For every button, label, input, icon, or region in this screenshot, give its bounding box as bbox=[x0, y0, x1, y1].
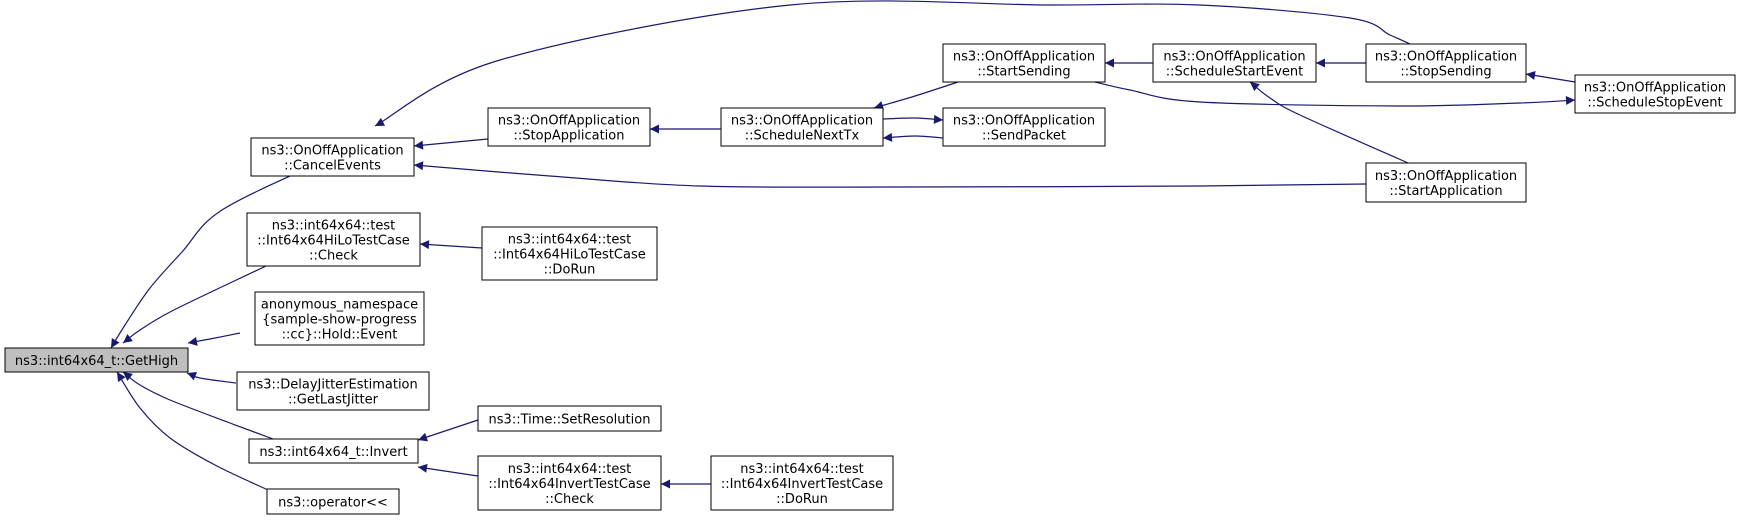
node-getHigh[interactable]: ns3::int64x64_t::GetHigh bbox=[4, 347, 189, 373]
node-box bbox=[236, 371, 430, 411]
node-box bbox=[710, 455, 894, 511]
node-label-line: ns3::OnOffApplication bbox=[731, 114, 873, 129]
node-label-line: ::DoRun bbox=[544, 263, 596, 278]
edge-startSending-to-scheduleStopEvent bbox=[1094, 81, 1576, 107]
node-label-line: ::ScheduleStartEvent bbox=[1166, 65, 1304, 80]
node-label-line: ns3::operator<< bbox=[278, 496, 388, 511]
node-label-line: ::cc}::Hold::Event bbox=[282, 328, 398, 343]
node-hiLoCheck[interactable]: ns3::int64x64::test::Int64x64HiLoTestCas… bbox=[246, 212, 421, 267]
node-label-line: ::Check bbox=[309, 249, 358, 264]
node-label-line: ns3::int64x64_t::GetHigh bbox=[15, 354, 178, 369]
node-box bbox=[942, 43, 1106, 83]
node-label-line: ns3::OnOffApplication bbox=[953, 114, 1095, 129]
edge-scheduleStopEvent-to-stopSending bbox=[1525, 71, 1576, 83]
node-box bbox=[481, 226, 658, 281]
node-box bbox=[942, 107, 1106, 147]
node-cancelEvents[interactable]: ns3::OnOffApplication::CancelEvents bbox=[250, 137, 415, 177]
node-box bbox=[1152, 43, 1317, 83]
node-box bbox=[477, 405, 662, 432]
node-box bbox=[720, 107, 884, 147]
node-box bbox=[250, 137, 415, 177]
node-label-line: ::Check bbox=[545, 492, 594, 507]
node-label-line: ::StartApplication bbox=[1389, 184, 1502, 199]
node-operatorShl[interactable]: ns3::operator<< bbox=[266, 488, 400, 515]
node-label-line: ::Int64x64InvertTestCase bbox=[721, 477, 883, 492]
node-stopSending[interactable]: ns3::OnOffApplication::StopSending bbox=[1365, 43, 1527, 83]
node-holdEvent[interactable]: anonymous_namespace{sample-show-progress… bbox=[254, 291, 425, 346]
node-label-line: ::GetLastJitter bbox=[288, 393, 379, 408]
node-label-line: ::StopApplication bbox=[514, 129, 625, 144]
edge-invertCheck-to-invert bbox=[417, 463, 479, 477]
node-label-line: ::Int64x64HiLoTestCase bbox=[257, 234, 409, 249]
node-startApplication[interactable]: ns3::OnOffApplication::StartApplication bbox=[1365, 162, 1527, 203]
node-label-line: ns3::int64x64::test bbox=[272, 219, 396, 234]
edge-startApplication-to-scheduleStartEvent bbox=[1249, 81, 1409, 164]
edge-stopSending-to-cancelEvents bbox=[374, 0, 1411, 127]
node-label-line: anonymous_namespace bbox=[261, 298, 418, 313]
edge-sendPacket-to-scheduleNextTx bbox=[882, 132, 944, 142]
node-label-line: ns3::OnOffApplication bbox=[1375, 50, 1517, 65]
edge-startApplication-to-cancelEvents bbox=[413, 161, 1367, 188]
node-label-line: ns3::int64x64::test bbox=[740, 462, 864, 477]
node-box bbox=[246, 212, 421, 267]
node-label-line: ns3::OnOffApplication bbox=[953, 50, 1095, 65]
node-label-line: ::CancelEvents bbox=[284, 159, 381, 174]
node-box bbox=[1365, 43, 1527, 83]
node-sendPacket[interactable]: ns3::OnOffApplication::SendPacket bbox=[942, 107, 1106, 147]
node-label-line: ns3::int64x64::test bbox=[508, 233, 632, 248]
node-label-line: ns3::OnOffApplication bbox=[1584, 81, 1726, 96]
edge-setResolution-to-invert bbox=[417, 419, 479, 442]
edge-hiLoCheck-to-getHigh bbox=[122, 265, 267, 344]
node-invert[interactable]: ns3::int64x64_t::Invert bbox=[248, 438, 419, 464]
nodes-layer: ns3::int64x64_t::GetHigh ns3::OnOffApplic… bbox=[4, 43, 1736, 515]
edge-scheduleNextTx-to-sendPacket bbox=[882, 114, 944, 124]
node-label-line: ::StopSending bbox=[1400, 65, 1491, 80]
node-label-line: ns3::int64x64::test bbox=[508, 462, 632, 477]
edge-operatorShl-to-getHigh bbox=[116, 371, 269, 491]
node-label-line: {sample-show-progress bbox=[262, 313, 417, 328]
node-stopApplication[interactable]: ns3::OnOffApplication::StopApplication bbox=[487, 107, 651, 147]
node-startSending[interactable]: ns3::OnOffApplication::StartSending bbox=[942, 43, 1106, 83]
node-box bbox=[254, 291, 425, 346]
node-hiLoDoRun[interactable]: ns3::int64x64::test::Int64x64HiLoTestCas… bbox=[481, 226, 658, 281]
node-label-line: ::ScheduleNextTx bbox=[745, 129, 860, 144]
node-label-line: ::Int64x64InvertTestCase bbox=[488, 477, 650, 492]
node-scheduleStopEvent[interactable]: ns3::OnOffApplication::ScheduleStopEvent bbox=[1574, 74, 1736, 114]
node-label-line: ns3::OnOffApplication bbox=[261, 144, 403, 159]
node-invertCheck[interactable]: ns3::int64x64::test::Int64x64InvertTestC… bbox=[477, 455, 662, 511]
node-label-line: ns3::OnOffApplication bbox=[498, 114, 640, 129]
node-scheduleNextTx[interactable]: ns3::OnOffApplication::ScheduleNextTx bbox=[720, 107, 884, 147]
edge-startSending-to-scheduleNextTx bbox=[873, 81, 959, 110]
node-label-line: ::ScheduleStopEvent bbox=[1587, 96, 1722, 111]
node-label-line: ::StartSending bbox=[977, 65, 1070, 80]
node-box bbox=[4, 347, 189, 373]
node-scheduleStartEvent[interactable]: ns3::OnOffApplication::ScheduleStartEven… bbox=[1152, 43, 1317, 83]
node-label-line: ::DoRun bbox=[776, 492, 828, 507]
edge-invert-to-getHigh bbox=[122, 371, 274, 440]
node-invertDoRun[interactable]: ns3::int64x64::test::Int64x64InvertTestC… bbox=[710, 455, 894, 511]
edge-hiLoDoRun-to-hiLoCheck bbox=[419, 240, 483, 250]
edge-holdEvent-to-getHigh bbox=[187, 332, 241, 346]
node-label-line: ::SendPacket bbox=[982, 129, 1066, 144]
node-label-line: ns3::int64x64_t::Invert bbox=[259, 445, 407, 460]
node-label-line: ::Int64x64HiLoTestCase bbox=[493, 248, 645, 263]
node-box bbox=[477, 455, 662, 511]
node-getLastJitter[interactable]: ns3::DelayJitterEstimation::GetLastJitte… bbox=[236, 371, 430, 411]
edges-layer bbox=[110, 0, 1576, 491]
edge-stopApplication-to-cancelEvents bbox=[413, 138, 489, 150]
node-label-line: ns3::OnOffApplication bbox=[1163, 50, 1305, 65]
node-box bbox=[487, 107, 651, 147]
node-box bbox=[1574, 74, 1736, 114]
node-label-line: ns3::DelayJitterEstimation bbox=[248, 378, 418, 393]
node-label-line: ns3::Time::SetResolution bbox=[489, 413, 651, 428]
node-box bbox=[266, 488, 400, 515]
node-box bbox=[248, 438, 419, 464]
edge-getLastJitter-to-getHigh bbox=[186, 372, 237, 384]
node-box bbox=[1365, 162, 1527, 203]
node-setResolution[interactable]: ns3::Time::SetResolution bbox=[477, 405, 662, 432]
node-label-line: ns3::OnOffApplication bbox=[1375, 169, 1517, 184]
